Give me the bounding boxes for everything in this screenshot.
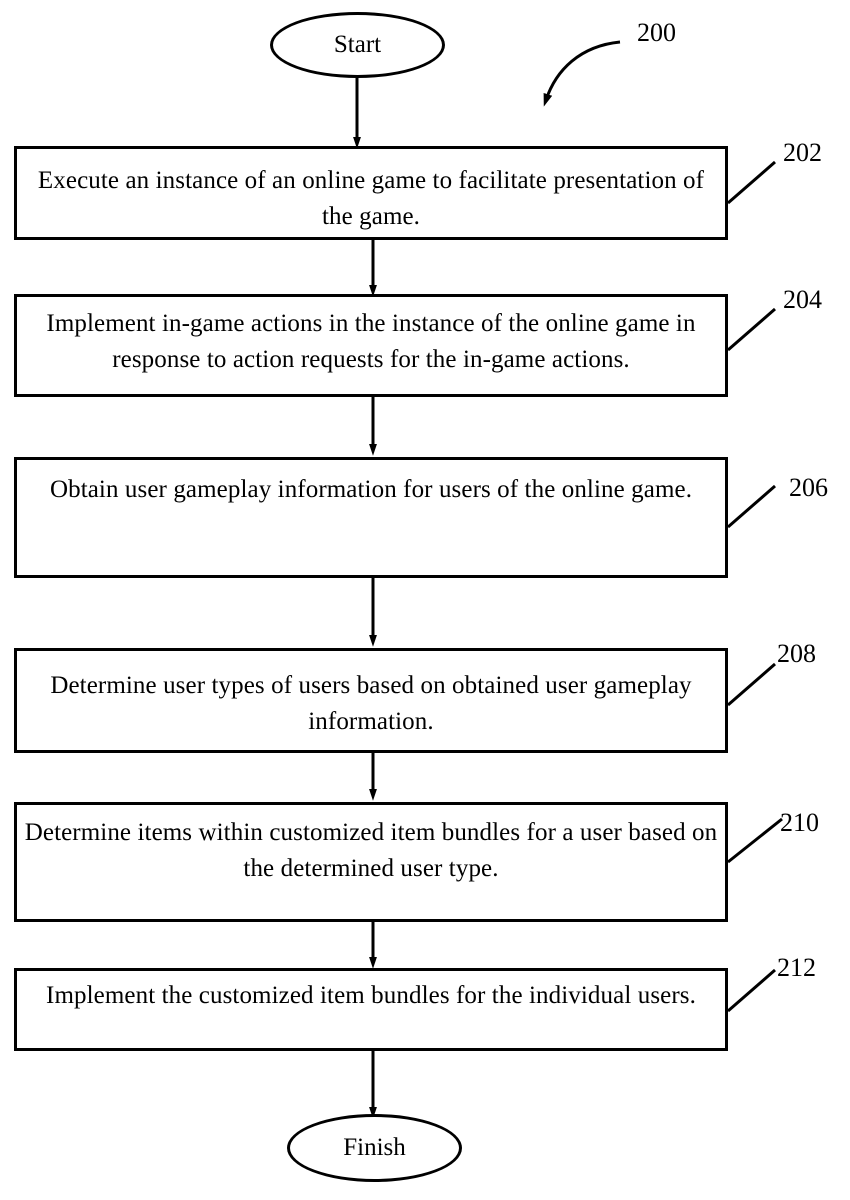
reference-number-202: 202	[783, 138, 822, 167]
process-box-210[interactable]: Determine items within customized item b…	[14, 802, 728, 922]
leader-line-208	[727, 662, 776, 707]
process-box-210-text: Determine items within customized item b…	[24, 819, 718, 882]
process-box-202[interactable]: Execute an instance of an online game to…	[14, 146, 728, 240]
process-box-204-text: Implement in-game actions in the instanc…	[46, 310, 696, 373]
process-box-208-text: Determine user types of users based on o…	[50, 672, 692, 735]
figure-reference-arrow	[543, 40, 621, 107]
leader-line-202	[727, 160, 776, 205]
process-box-202-text: Execute an instance of an online game to…	[37, 167, 705, 230]
terminator-finish[interactable]: Finish	[287, 1114, 462, 1182]
leader-line-212	[727, 968, 776, 1013]
reference-number-204: 204	[783, 285, 822, 314]
leader-line-210	[727, 817, 783, 864]
terminator-start-label: Start	[333, 31, 382, 58]
reference-number-206: 206	[789, 473, 828, 502]
process-box-212-text: Implement the customized item bundles fo…	[46, 982, 696, 1009]
leader-line-206	[727, 484, 776, 529]
terminator-finish-label: Finish	[343, 1134, 406, 1161]
process-box-206[interactable]: Obtain user gameplay information for use…	[14, 457, 728, 578]
reference-number-212: 212	[777, 953, 816, 982]
figure-reference-number: 200	[637, 18, 676, 47]
process-box-206-text: Obtain user gameplay information for use…	[49, 476, 693, 503]
reference-number-208: 208	[777, 639, 816, 668]
reference-number-210: 210	[780, 808, 819, 837]
terminator-start[interactable]: Start	[270, 12, 445, 78]
leader-line-204	[727, 307, 776, 352]
process-box-208[interactable]: Determine user types of users based on o…	[14, 648, 728, 753]
process-box-212[interactable]: Implement the customized item bundles fo…	[14, 968, 728, 1051]
process-box-204[interactable]: Implement in-game actions in the instanc…	[14, 294, 728, 397]
